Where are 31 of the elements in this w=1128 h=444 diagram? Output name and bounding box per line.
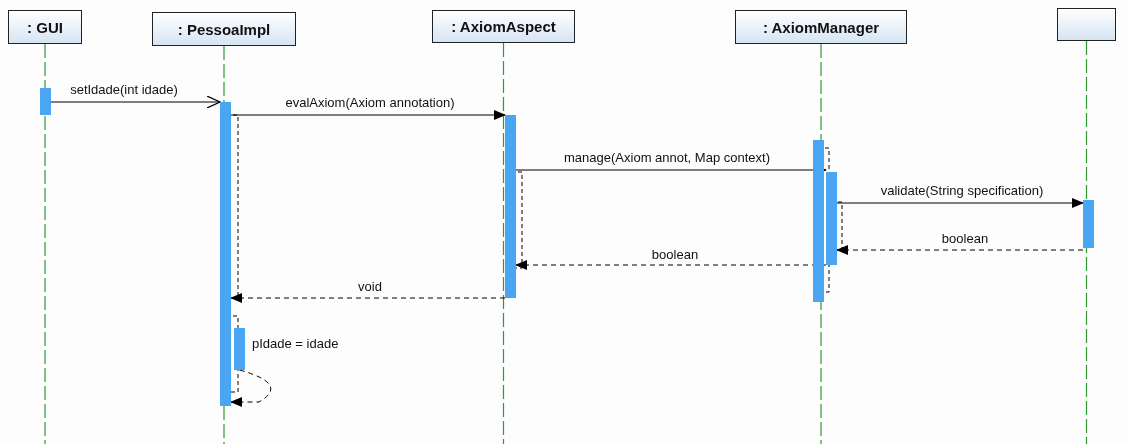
message-arrow <box>50 95 221 109</box>
message-arrow <box>230 369 272 407</box>
participant-box <box>8 10 82 44</box>
activation-bar <box>220 102 231 406</box>
message-label: pIdade = idade <box>252 336 339 351</box>
message-arrow <box>230 110 506 120</box>
activation-bar <box>813 140 824 302</box>
message-arrow <box>230 293 506 303</box>
participant-box <box>152 12 296 46</box>
participant-name: : AxiomAspect <box>451 18 556 35</box>
edge-label: void <box>357 280 383 294</box>
edge-label: boolean <box>940 232 990 246</box>
participant-box <box>432 10 575 43</box>
message-arrow <box>836 245 1084 255</box>
participant-name: : PessoaImpl <box>177 20 271 38</box>
participant-box <box>1057 8 1116 41</box>
participant-box <box>735 10 907 44</box>
activation-bar <box>826 172 837 265</box>
edge-label: setIdade(int idade) <box>69 83 179 97</box>
message-arrow <box>836 198 1084 208</box>
activation-bar <box>1083 200 1094 248</box>
activation-bar <box>234 328 245 370</box>
edge-label: manage(Axiom annot, Map context) <box>563 151 771 165</box>
activation-bar <box>40 88 51 115</box>
participant-name: : AxiomManager <box>762 18 880 36</box>
message-arrow <box>515 260 827 270</box>
activation-bar <box>505 115 516 298</box>
edge-label: evalAxiom(Axiom annotation) <box>284 96 456 110</box>
participant-name: : GUI <box>27 18 63 36</box>
edge-label: validate(String specification) <box>879 184 1045 198</box>
edge-label: boolean <box>650 248 700 262</box>
